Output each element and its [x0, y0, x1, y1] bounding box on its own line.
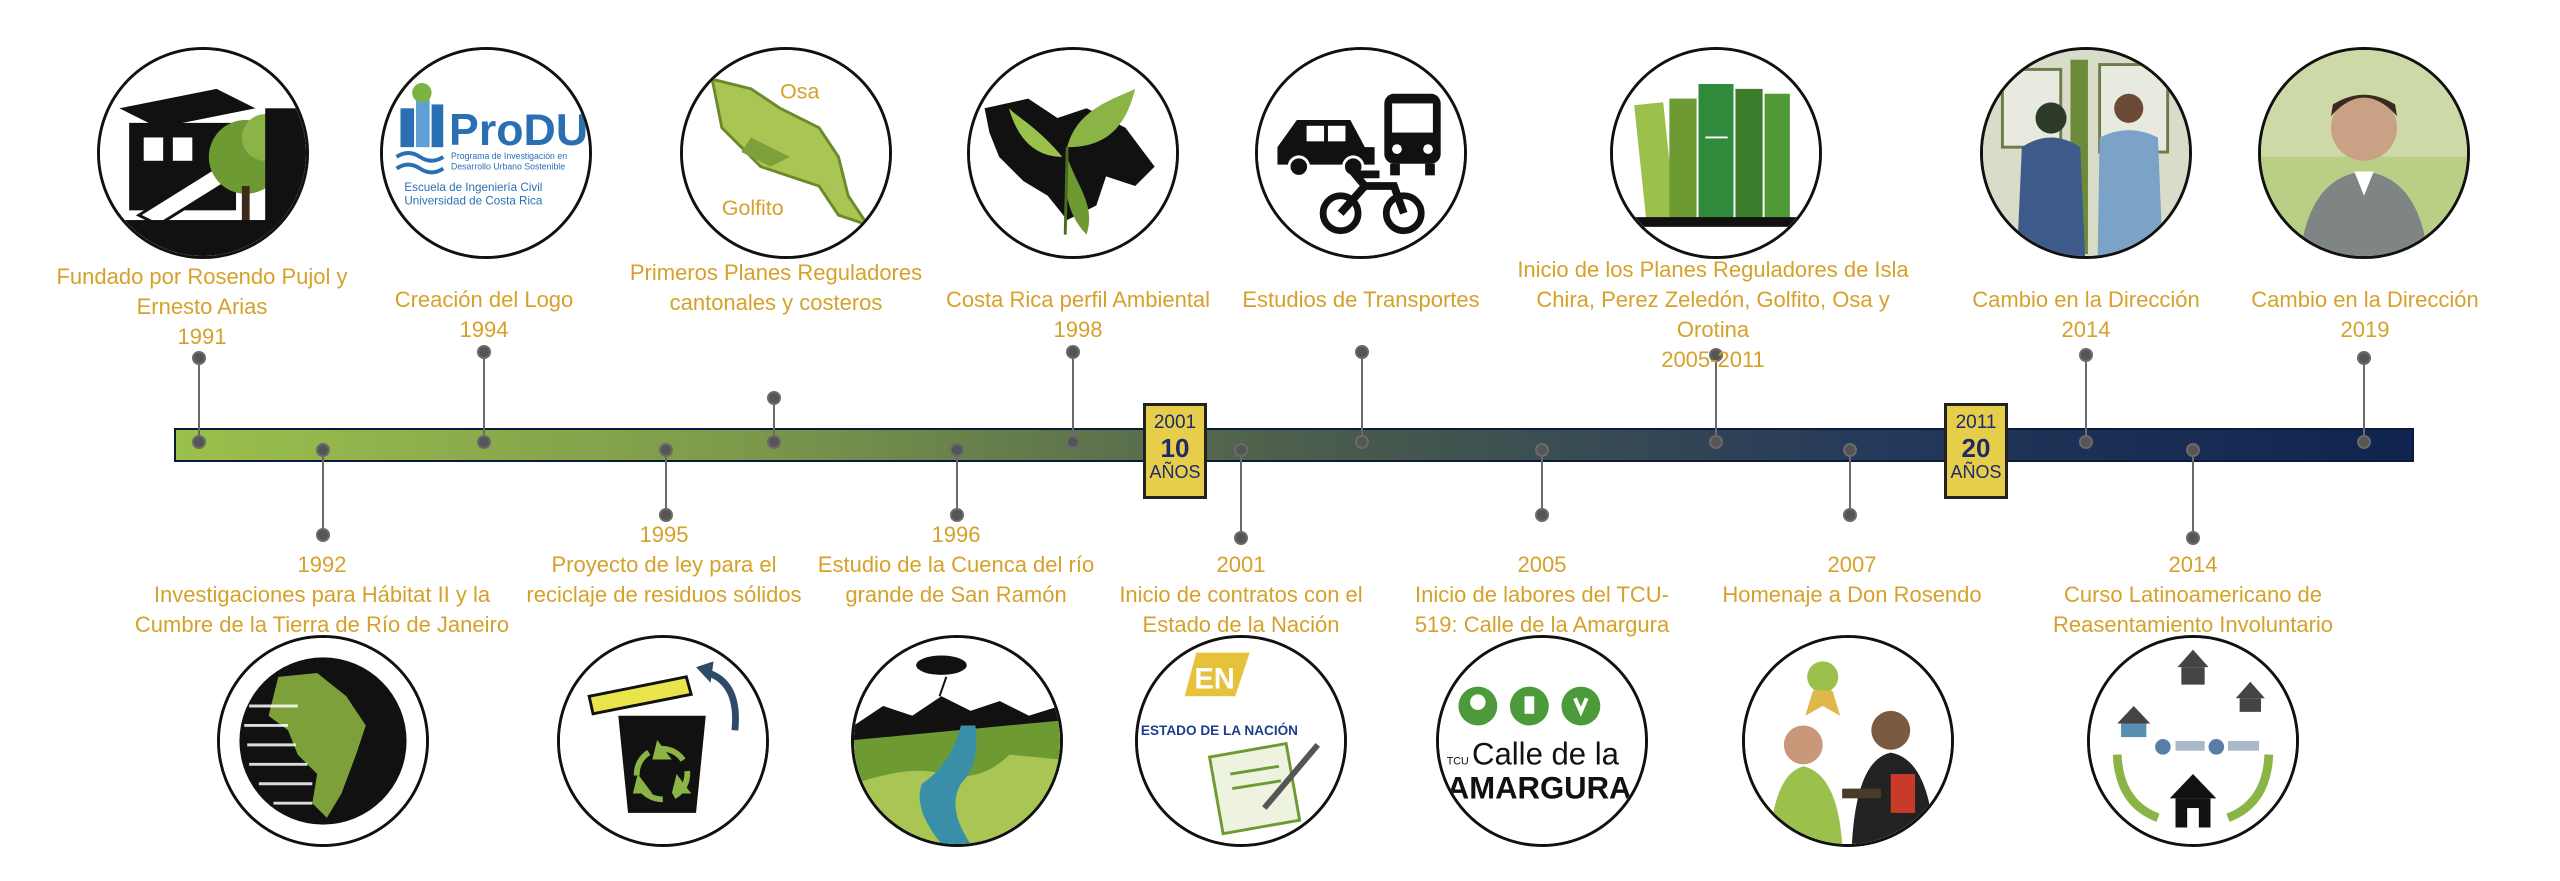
event-year: 1995 — [639, 522, 689, 547]
event-label-1995: 1995 Proyecto de ley para el reciclaje d… — [474, 520, 854, 610]
map-icon: Osa Golfito — [680, 47, 892, 259]
event-text: Inicio de contratos con el Estado de la … — [1119, 582, 1363, 637]
tcu-logo-icon: TCU Calle de la AMARGURA — [1436, 635, 1648, 847]
svg-text:Programa de Investigación en: Programa de Investigación en — [451, 151, 567, 161]
badge-word: AÑOS — [1149, 462, 1201, 482]
timeline-bar — [174, 428, 2414, 462]
event-year: 1991 — [177, 324, 227, 349]
svg-text:Universidad de Costa Rica: Universidad de Costa Rica — [404, 194, 543, 207]
event-label-2019: Cambio en la Dirección 2019 — [2215, 285, 2515, 345]
event-year: 2001 — [1216, 552, 1266, 577]
event-label-transport: Estudios de Transportes — [1171, 285, 1551, 315]
event-text: Inicio de labores del TCU-519: Calle de … — [1414, 582, 1670, 637]
badge-year: 2011 — [1955, 412, 1997, 433]
event-year: 2007 — [1827, 552, 1877, 577]
event-year: 1998 — [1053, 317, 1103, 342]
svg-text:EN: EN — [1194, 664, 1234, 696]
event-text: Estudios de Transportes — [1242, 287, 1480, 312]
event-year: 1996 — [931, 522, 981, 547]
river-basin-icon — [851, 635, 1063, 847]
badge-word: AÑOS — [1950, 462, 2002, 482]
svg-text:AMARGURA: AMARGURA — [1447, 770, 1632, 805]
books-icon — [1610, 47, 1822, 259]
event-year: 1992 — [297, 552, 347, 577]
event-label-2014b: 2014 Curso Latinoamericano de Reasentami… — [2003, 550, 2383, 640]
event-text: Proyecto de ley para el reciclaje de res… — [526, 552, 802, 607]
event-text: Inicio de los Planes Reguladores de Isla… — [1517, 257, 1909, 342]
event-label-1996: 1996 Estudio de la Cuenca del río grande… — [766, 520, 1146, 610]
people-photo-icon — [1980, 47, 2192, 259]
event-label-2001: 2001 Inicio de contratos con el Estado d… — [1051, 550, 1431, 640]
globe-icon — [217, 635, 429, 847]
svg-text:Osa: Osa — [780, 80, 819, 104]
event-text: Cambio en la Dirección — [2251, 287, 2479, 312]
event-text: Costa Rica perfil Ambiental — [945, 287, 1211, 312]
event-year: 2019 — [2340, 317, 2390, 342]
event-text: Creación del Logo — [394, 287, 574, 312]
badge-number: 20 — [1961, 433, 1991, 463]
estado-nacion-icon: EN ESTADO DE LA NACIÓN — [1135, 635, 1347, 847]
event-label-2007: 2007 Homenaje a Don Rosendo — [1662, 550, 2042, 610]
portrait-icon — [2258, 47, 2470, 259]
event-label-1992: 1992 Investigaciones para Hábitat II y l… — [132, 550, 512, 640]
event-text: Cambio en la Dirección — [1972, 287, 2200, 312]
award-icon — [1742, 635, 1954, 847]
recycle-bin-icon — [557, 635, 769, 847]
event-year: 2014 — [2168, 552, 2218, 577]
resettlement-icon — [2087, 635, 2299, 847]
svg-text:Calle de la: Calle de la — [1472, 736, 1620, 771]
event-year: 2005-2011 — [1661, 347, 1765, 372]
event-text: Investigaciones para Hábitat II y la Cum… — [134, 582, 510, 637]
svg-text:Golfito: Golfito — [722, 196, 784, 220]
event-year: 2005 — [1517, 552, 1567, 577]
badge-year: 2001 — [1153, 412, 1197, 433]
event-label-1991: Fundado por Rosendo Pujol y Ernesto Aria… — [12, 262, 392, 352]
event-label-1994: Creación del Logo 1994 — [294, 285, 674, 345]
anniversary-badge-20: 2011 20 AÑOS — [1944, 403, 2008, 499]
event-text: Estudio de la Cuenca del río grande de S… — [817, 552, 1095, 607]
house-stairs-icon — [97, 47, 309, 259]
vehicles-icon — [1255, 47, 1467, 259]
event-text: Curso Latinoamericano de Reasentamiento … — [2052, 582, 2334, 637]
event-label-2005: 2005 Inicio de labores del TCU-519: Call… — [1352, 550, 1732, 640]
svg-text:ESTADO DE LA NACIÓN: ESTADO DE LA NACIÓN — [1141, 723, 1298, 738]
anniversary-badge-10: 2001 10 AÑOS — [1143, 403, 1207, 499]
event-text: Primeros Planes Reguladores cantonales y… — [629, 260, 923, 315]
leaf-map-icon — [967, 47, 1179, 259]
svg-text:TCU: TCU — [1447, 755, 1469, 767]
svg-text:ProDUS: ProDUS — [449, 106, 589, 155]
svg-text:Escuela de Ingeniería Civil: Escuela de Ingeniería Civil — [404, 181, 542, 194]
svg-text:Desarrollo Urbano Sostenible: Desarrollo Urbano Sostenible — [451, 162, 565, 172]
event-label-2005-2011: Inicio de los Planes Reguladores de Isla… — [1493, 255, 1933, 375]
produs-logo-icon: ProDUS Programa de Investigación en Desa… — [380, 47, 592, 259]
event-year: 2014 — [2061, 317, 2111, 342]
event-label-plans: Primeros Planes Reguladores cantonales y… — [586, 258, 966, 318]
event-text: Homenaje a Don Rosendo — [1722, 582, 1982, 607]
event-label-1998: Costa Rica perfil Ambiental 1998 — [888, 285, 1268, 345]
event-text: Fundado por Rosendo Pujol y Ernesto Aria… — [56, 264, 348, 319]
event-year: 1994 — [459, 317, 509, 342]
event-label-2014: Cambio en la Dirección 2014 — [1896, 285, 2276, 345]
badge-number: 10 — [1160, 433, 1190, 463]
